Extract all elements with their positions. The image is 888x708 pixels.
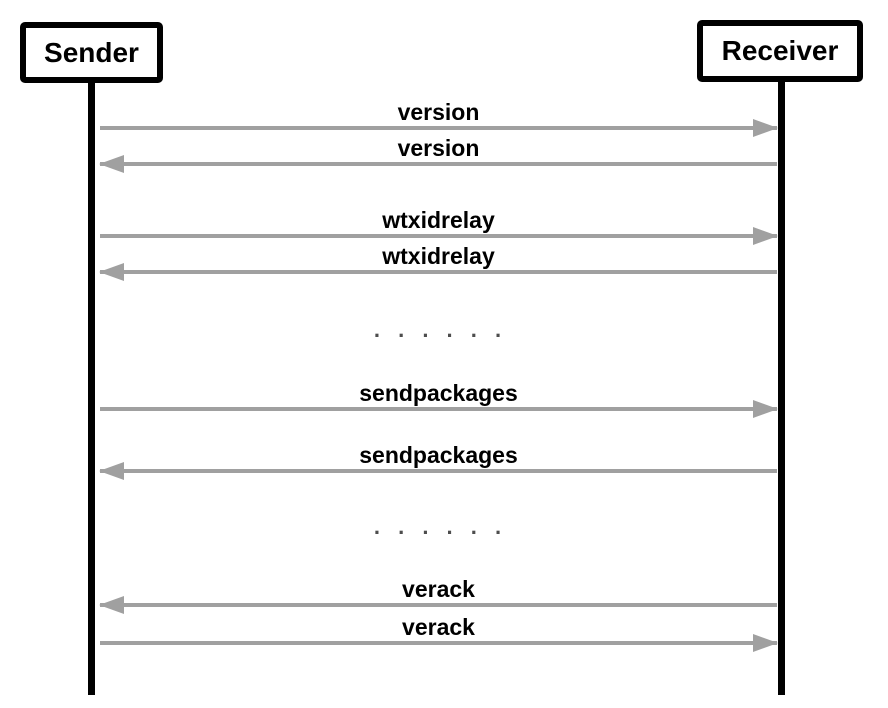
ellipsis-separator-2: . . . . . . bbox=[373, 514, 504, 539]
arrow-shaft bbox=[100, 469, 777, 473]
message-label-verack-1: verack bbox=[402, 576, 475, 602]
arrowhead-left-icon bbox=[99, 263, 124, 281]
arrow-shaft bbox=[100, 270, 777, 274]
arrowhead-left-icon bbox=[99, 462, 124, 480]
arrow-shaft bbox=[100, 641, 777, 645]
actor-label-sender: Sender bbox=[44, 36, 139, 68]
arrow-shaft bbox=[100, 603, 777, 607]
arrow-shaft bbox=[100, 126, 777, 130]
message-arrow-left-icon bbox=[99, 462, 777, 480]
message-label-sendpackages-1: sendpackages bbox=[359, 380, 518, 406]
message-arrow-left-icon bbox=[99, 155, 777, 173]
message-arrow-right-icon bbox=[100, 400, 778, 418]
arrow-shaft bbox=[100, 407, 777, 411]
message-arrow-right-icon bbox=[100, 119, 778, 137]
message-arrow-left-icon bbox=[99, 263, 777, 281]
arrowhead-left-icon bbox=[99, 596, 124, 614]
arrowhead-right-icon bbox=[753, 634, 778, 652]
arrowhead-right-icon bbox=[753, 227, 778, 245]
message-label-sendpackages-2: sendpackages bbox=[359, 442, 518, 468]
arrow-shaft bbox=[100, 162, 777, 166]
lifeline-receiver bbox=[778, 79, 785, 695]
message-label-wtxidrelay-2: wtxidrelay bbox=[382, 243, 495, 269]
actor-label-receiver: Receiver bbox=[721, 35, 839, 66]
arrowhead-right-icon bbox=[753, 400, 778, 418]
actor-box-sender: Sender bbox=[20, 22, 163, 83]
ellipsis-separator-1: . . . . . . bbox=[373, 317, 504, 342]
lifeline-sender bbox=[88, 80, 95, 695]
actor-box-receiver: Receiver bbox=[697, 20, 863, 82]
arrowhead-left-icon bbox=[99, 155, 124, 173]
message-arrow-right-icon bbox=[100, 634, 778, 652]
message-label-verack-2: verack bbox=[402, 614, 475, 640]
message-label-version-2: version bbox=[397, 135, 480, 161]
message-arrow-left-icon bbox=[99, 596, 777, 614]
message-arrow-right-icon bbox=[100, 227, 778, 245]
arrowhead-right-icon bbox=[753, 119, 778, 137]
message-label-wtxidrelay-1: wtxidrelay bbox=[382, 207, 495, 233]
arrow-shaft bbox=[100, 234, 777, 238]
message-label-version-1: version bbox=[397, 99, 480, 125]
